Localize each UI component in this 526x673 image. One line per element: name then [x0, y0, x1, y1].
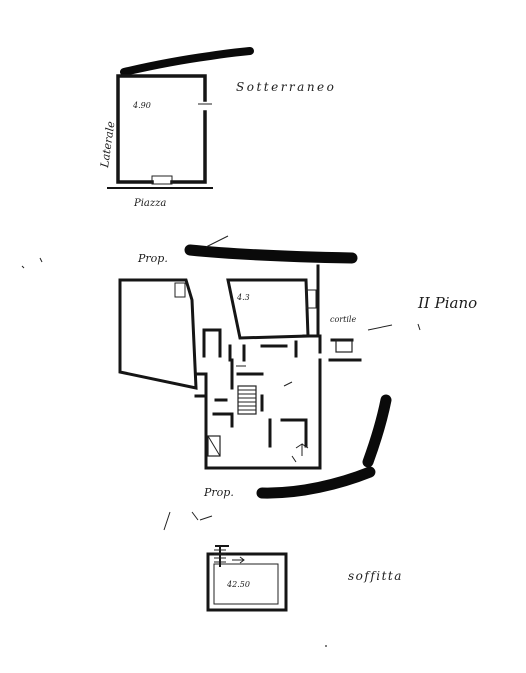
redaction-mark-basement — [120, 47, 254, 76]
attic-stairs — [214, 549, 226, 563]
basement-door — [151, 175, 173, 185]
attic-title: soffitta — [348, 569, 403, 583]
basement-title: Sotterraneo — [236, 80, 336, 94]
basement-height-mark: 4.90 — [132, 101, 151, 110]
basement-side-label: Laterale — [98, 120, 118, 169]
pencil-stroke-top — [205, 235, 229, 248]
second-floor-top-label: Prop. — [137, 252, 168, 265]
second-floor-plan: Prop. 4.3 — [118, 235, 477, 499]
crossed-box — [207, 435, 221, 457]
stair-arrow — [295, 443, 309, 456]
second-floor-title: II Piano — [417, 294, 477, 312]
courtyard-window — [335, 339, 353, 353]
redaction-mark-bottom — [256, 466, 376, 499]
upper-room-walls — [226, 278, 310, 340]
attic-plan: 42.50 soffitta — [206, 545, 403, 612]
corridor-walls — [202, 328, 322, 362]
upper-room-height-mark: 4.3 — [236, 293, 250, 302]
basement-plan: 4.90 Laterale Piazza Sotterraneo — [98, 47, 336, 209]
lower-block-walls — [194, 372, 322, 470]
courtyard-pointer — [367, 324, 393, 331]
small-marks — [236, 365, 297, 463]
courtyard-label: cortile — [330, 315, 356, 324]
second-floor-bottom-label: Prop. — [203, 486, 234, 499]
east-wall — [316, 264, 362, 470]
attic-arrow — [232, 556, 245, 564]
left-room-walls — [118, 278, 198, 390]
attic-stair-wall — [215, 545, 229, 567]
lower-middle-wall — [230, 358, 264, 390]
attic-height-mark: 42.50 — [226, 580, 250, 589]
basement-walls — [116, 74, 207, 184]
attic-walls — [206, 552, 288, 612]
upper-room-niche — [305, 289, 317, 309]
redaction-mark-top — [184, 244, 358, 264]
staircase — [237, 385, 257, 415]
stray-dot — [325, 645, 327, 647]
basement-bottom-label: Piazza — [133, 198, 166, 209]
faint-pencil-strokes — [21, 257, 421, 531]
left-room-chimney — [174, 282, 186, 298]
redaction-mark-right — [362, 394, 392, 468]
attic-inner-wall — [213, 563, 279, 605]
